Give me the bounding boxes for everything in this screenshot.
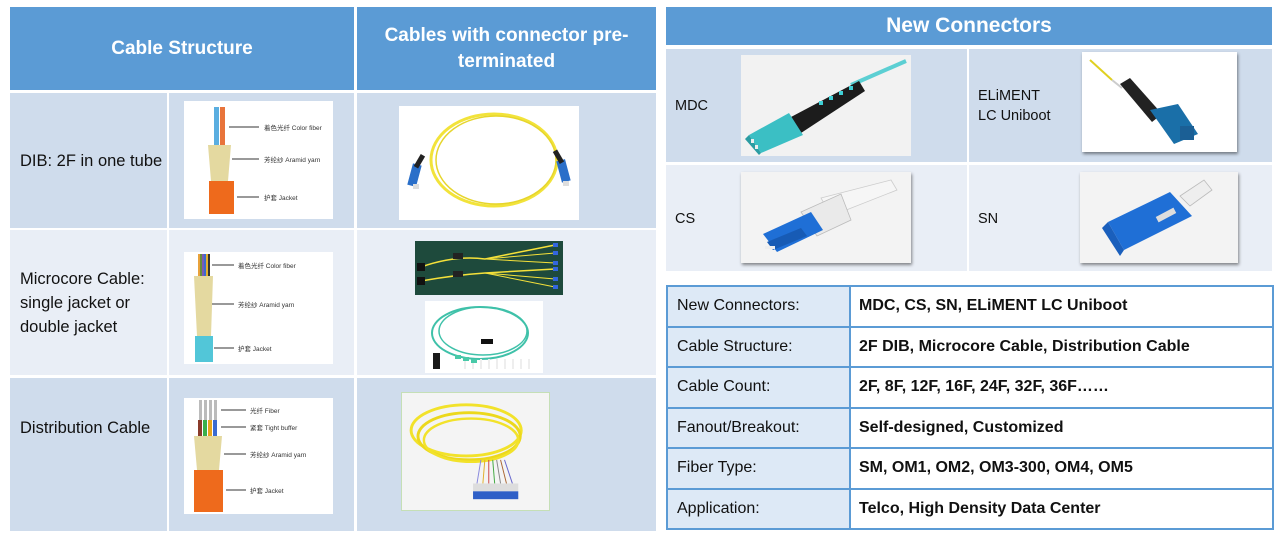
header-cable-structure: Cable Structure: [10, 7, 354, 90]
header-preterminated: Cables with connector pre-terminated: [357, 7, 656, 90]
spec-value: 2F, 8F, 12F, 16F, 24F, 32F, 36F……: [849, 366, 1274, 409]
spec-value: MDC, CS, SN, ELiMENT LC Uniboot: [849, 285, 1274, 328]
diagram-label: 护套 Jacket: [264, 193, 298, 202]
aqua-mpo-fanout-image: [425, 301, 543, 373]
fanout-assembly-image: [415, 241, 563, 295]
row-microcore-label: Microcore Cable: single jacket or double…: [10, 230, 167, 375]
spec-key: Fanout/Breakout:: [666, 406, 851, 449]
diagram-label: 芳纶纱 Aramid yarn: [264, 155, 321, 164]
sn-connector-image: [1080, 172, 1238, 263]
connector-label-eliment: ELiMENT LC Uniboot: [978, 88, 1051, 124]
spec-row-cable-structure: Cable Structure: 2F DIB, Microcore Cable…: [666, 325, 1274, 368]
diagram-label: 光纤 Fiber: [250, 406, 280, 415]
spec-value: Telco, High Density Data Center: [849, 487, 1274, 530]
spec-key: Cable Structure:: [666, 325, 851, 368]
specs-table: New Connectors: MDC, CS, SN, ELiMENT LC …: [666, 285, 1274, 530]
spec-value: 2F DIB, Microcore Cable, Distribution Ca…: [849, 325, 1274, 368]
spec-value: Self-designed, Customized: [849, 406, 1274, 449]
diagram-label: 护套 Jacket: [250, 486, 284, 495]
spec-row-fanout: Fanout/Breakout: Self-designed, Customiz…: [666, 406, 1274, 449]
row-dib-label: DIB: 2F in one tube: [10, 93, 167, 228]
microcore-cable-diagram: 着色光纤 Color fiber 芳纶纱 Aramid yarn 护套 Jack…: [184, 252, 333, 364]
diagram-label: 芳纶纱 Aramid yarn: [250, 450, 307, 459]
diagram-label: 着色光纤 Color fiber: [238, 261, 297, 270]
eliment-connector-image: [1082, 52, 1237, 152]
spec-key: Application:: [666, 487, 851, 530]
cs-connector-image: [741, 172, 911, 263]
diagram-label: 着色光纤 Color fiber: [264, 123, 323, 132]
spec-row-application: Application: Telco, High Density Data Ce…: [666, 487, 1274, 530]
row-distribution-label: Distribution Cable: [10, 378, 167, 531]
spec-key: New Connectors:: [666, 285, 851, 328]
distribution-cable-image: [401, 392, 550, 511]
spec-key: Fiber Type:: [666, 447, 851, 490]
distribution-cable-diagram: 光纤 Fiber 紧套 Tight buffer 芳纶纱 Aramid yarn…: [184, 398, 333, 514]
spec-value: SM, OM1, OM2, OM3-300, OM4, OM5: [849, 447, 1274, 490]
mdc-connector-image: [741, 55, 911, 156]
spec-key: Cable Count:: [666, 366, 851, 409]
diagram-label: 护套 Jacket: [238, 344, 272, 353]
diagram-label: 芳纶纱 Aramid yarn: [238, 300, 295, 309]
connector-label-cs: CS: [675, 211, 696, 227]
connector-label-sn: SN: [978, 211, 999, 227]
spec-row-cable-count: Cable Count: 2F, 8F, 12F, 16F, 24F, 32F,…: [666, 366, 1274, 409]
connector-label-mdc: MDC: [675, 98, 709, 114]
diagram-label: 紧套 Tight buffer: [250, 423, 298, 432]
connectors-title: New Connectors: [666, 7, 1272, 45]
dib-cable-diagram: 着色光纤 Color fiber 芳纶纱 Aramid yarn 护套 Jack…: [184, 101, 333, 219]
spec-row-fiber-type: Fiber Type: SM, OM1, OM2, OM3-300, OM4, …: [666, 447, 1274, 490]
yellow-patch-cord-image: [399, 106, 579, 220]
spec-row-new-connectors: New Connectors: MDC, CS, SN, ELiMENT LC …: [666, 285, 1274, 328]
